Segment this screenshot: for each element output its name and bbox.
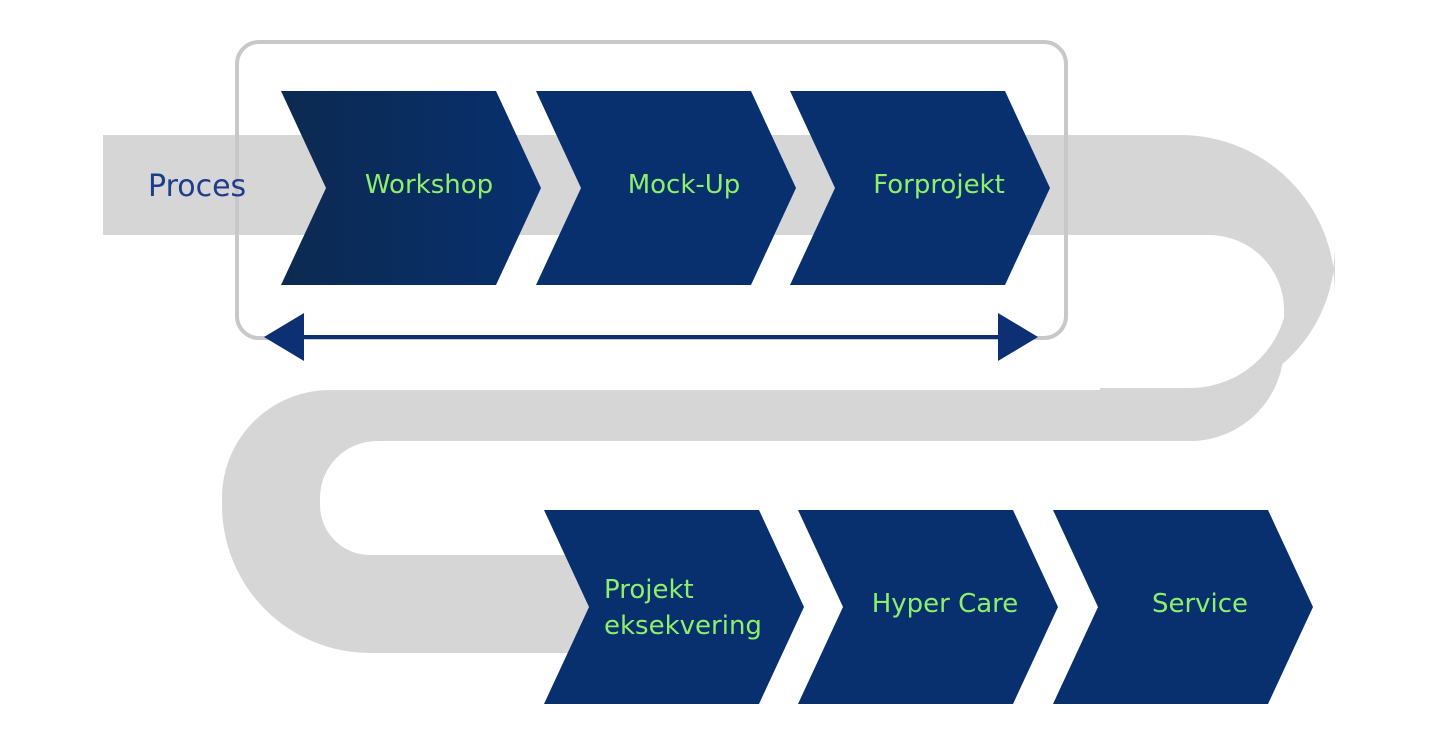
process-band-loop <box>1100 135 1335 400</box>
process-band <box>103 135 1335 653</box>
chevron-projekt-eksekvering <box>544 510 804 704</box>
step-label-hyper-care: Hyper Care <box>872 589 1019 619</box>
chevron-mock-up <box>536 91 796 285</box>
step-label-service: Service <box>1152 589 1248 619</box>
chevron-service <box>1053 510 1313 704</box>
chevron-workshop <box>281 91 541 285</box>
chevron-forprojekt <box>790 91 1050 285</box>
process-label: Proces <box>148 169 246 204</box>
step-label-eksekvering: eksekvering <box>604 611 762 641</box>
step-label-forprojekt: Forprojekt <box>873 170 1005 200</box>
step-label-projekt: Projekt <box>604 575 694 605</box>
chevron-hyper-care <box>798 510 1058 704</box>
step-label-mock-up: Mock-Up <box>628 170 741 200</box>
step-label-workshop: Workshop <box>365 170 493 200</box>
